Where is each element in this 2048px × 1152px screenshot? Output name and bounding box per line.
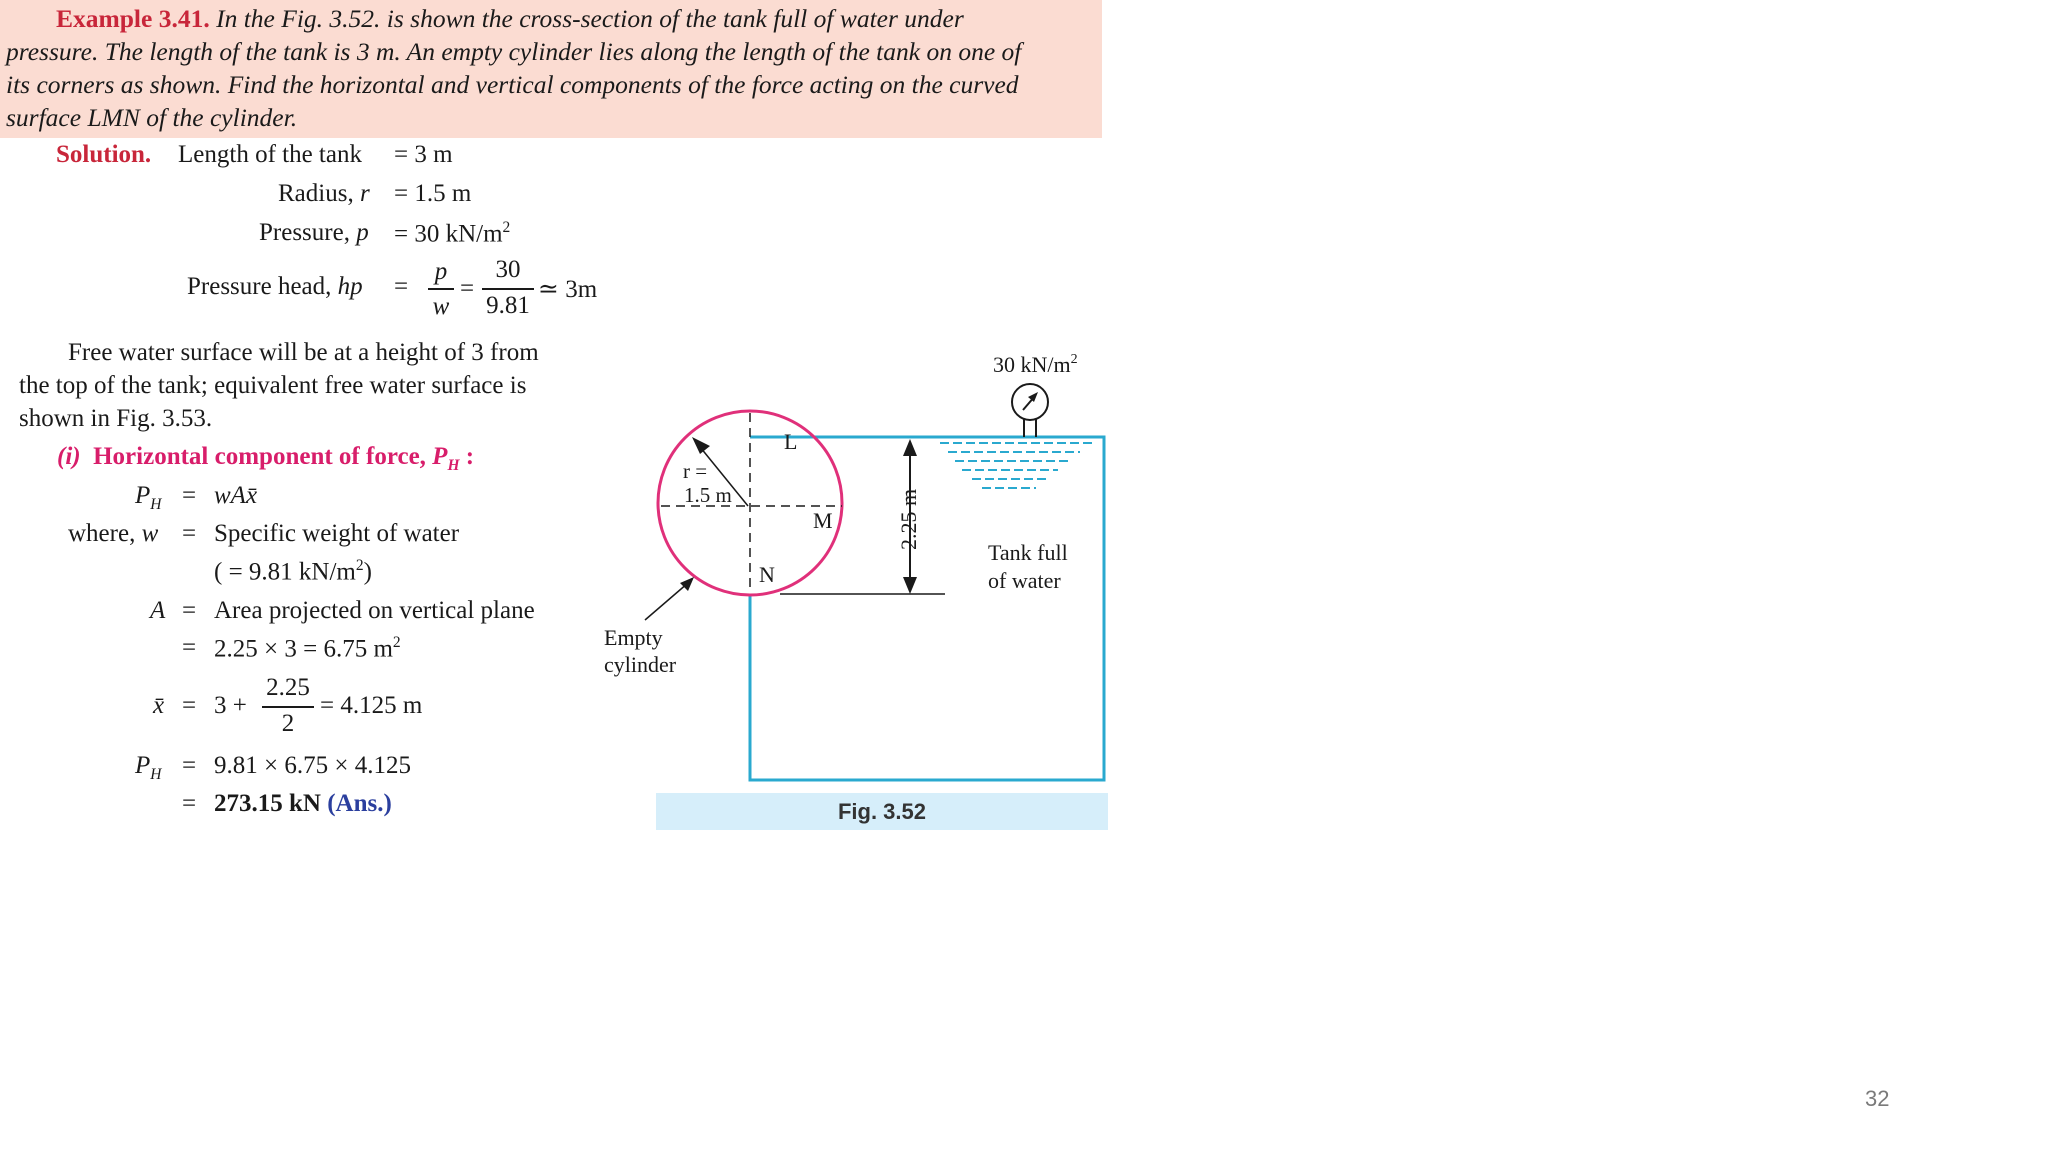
point-N-label: N: [759, 562, 775, 587]
head-num-1: p: [434, 258, 448, 285]
radius-line: [695, 441, 749, 507]
radius-value: = 1.5 m: [394, 180, 472, 207]
example-line-2: pressure. The length of the tank is 3 m.…: [6, 37, 1022, 66]
dimension-label: 2.25 m: [896, 489, 921, 550]
figure-caption-background: [656, 793, 1108, 830]
result-value: 273.15 kN (Ans.): [214, 790, 392, 817]
point-L-label: L: [784, 429, 797, 454]
example-line-3: its corners as shown. Find the horizonta…: [6, 70, 1019, 99]
ph2-calc: 9.81 × 6.75 × 4.125: [214, 752, 411, 779]
a-calc: 2.25 × 3 = 6.75 m2: [214, 634, 401, 663]
answer-tag: (Ans.): [327, 790, 392, 817]
water-surface-hatch: [940, 442, 1092, 489]
point-M-label: M: [813, 508, 833, 533]
head-fraction-bar-1: [428, 288, 454, 290]
page-number: 32: [1865, 1086, 1890, 1111]
paragraph-line-1: Free water surface will be at a height o…: [68, 339, 539, 366]
xbar-pre: 3 +: [214, 692, 247, 719]
where-rhs: Specific weight of water: [214, 520, 460, 547]
horizontal-heading: (i) Horizontal component of force, PH :: [57, 443, 475, 474]
where-label: where, w: [68, 520, 159, 547]
head-den-1: w: [432, 293, 450, 320]
a-eq-2: =: [182, 634, 197, 661]
dimension-arrow-top: [903, 439, 917, 456]
xbar-symbol: x̄: [153, 692, 165, 719]
head-fraction-bar-2: [482, 288, 534, 290]
head-result: ≃ 3m: [538, 276, 598, 303]
pressure-head-eq: =: [394, 273, 409, 300]
result-eq: =: [182, 790, 197, 817]
radius-label-1: r =: [683, 459, 707, 483]
ph-eq: =: [182, 482, 197, 509]
length-label: Length of the tank: [178, 141, 362, 168]
head-num-2: 30: [495, 256, 521, 283]
xbar-eq: =: [182, 692, 197, 719]
xbar-post: = 4.125 m: [320, 692, 423, 719]
figure-caption: Fig. 3.52: [837, 799, 927, 824]
ph-symbol: PH: [135, 482, 162, 513]
cylinder-pointer-arrowhead: [680, 577, 694, 591]
pressure-value: = 30 kN/m2: [394, 219, 511, 248]
head-den-2: 9.81: [486, 292, 530, 319]
paragraph-line-2: the top of the tank; equivalent free wat…: [19, 372, 527, 399]
ph2-symbol: PH: [135, 752, 162, 783]
cylinder-circle: [656, 409, 844, 597]
a-eq: =: [182, 597, 197, 624]
ph2-eq: =: [182, 752, 197, 779]
xbar-den: 2: [281, 710, 295, 737]
where-eq: =: [182, 520, 197, 547]
w-value: ( = 9.81 kN/m2): [214, 557, 372, 586]
cylinder-label-2: cylinder: [604, 652, 677, 677]
pressure-head-label: Pressure head, hp: [187, 273, 363, 300]
cylinder-pointer-line: [644, 582, 689, 621]
tank-outline: [748, 435, 1106, 782]
example-line-1: Example 3.41. In the Fig. 3.52. is shown…: [56, 4, 964, 33]
gauge-needle-tip: [1028, 392, 1038, 402]
example-line-4: surface LMN of the cylinder.: [6, 103, 298, 132]
a-rhs: Area projected on vertical plane: [214, 597, 535, 624]
example-label: Example 3.41.: [56, 4, 210, 33]
ph-rhs: wAx̄: [214, 482, 258, 509]
xbar-fraction-bar: [262, 706, 314, 708]
tank-label-1: Tank full: [988, 540, 1068, 565]
solution-label: Solution.: [56, 141, 152, 168]
head-mid-eq: =: [460, 275, 475, 302]
length-value: = 3 m: [394, 141, 453, 168]
example-statement: Example 3.41. In the Fig. 3.52. is shown…: [0, 0, 1102, 138]
radius-arrowhead: [692, 437, 710, 454]
pressure-label: Pressure, p: [259, 219, 369, 246]
dimension-arrow-bottom: [903, 577, 917, 594]
tank-label-2: of water: [988, 568, 1061, 593]
xbar-num: 2.25: [266, 674, 310, 701]
radius-label-2: 1.5 m: [684, 483, 732, 507]
a-symbol: A: [150, 597, 166, 624]
paragraph-line-3: shown in Fig. 3.53.: [19, 405, 213, 432]
cylinder-label-1: Empty: [604, 625, 663, 650]
radius-label: Radius, r: [278, 180, 370, 207]
gauge-pressure-label: 30 kN/m2: [993, 352, 1078, 377]
